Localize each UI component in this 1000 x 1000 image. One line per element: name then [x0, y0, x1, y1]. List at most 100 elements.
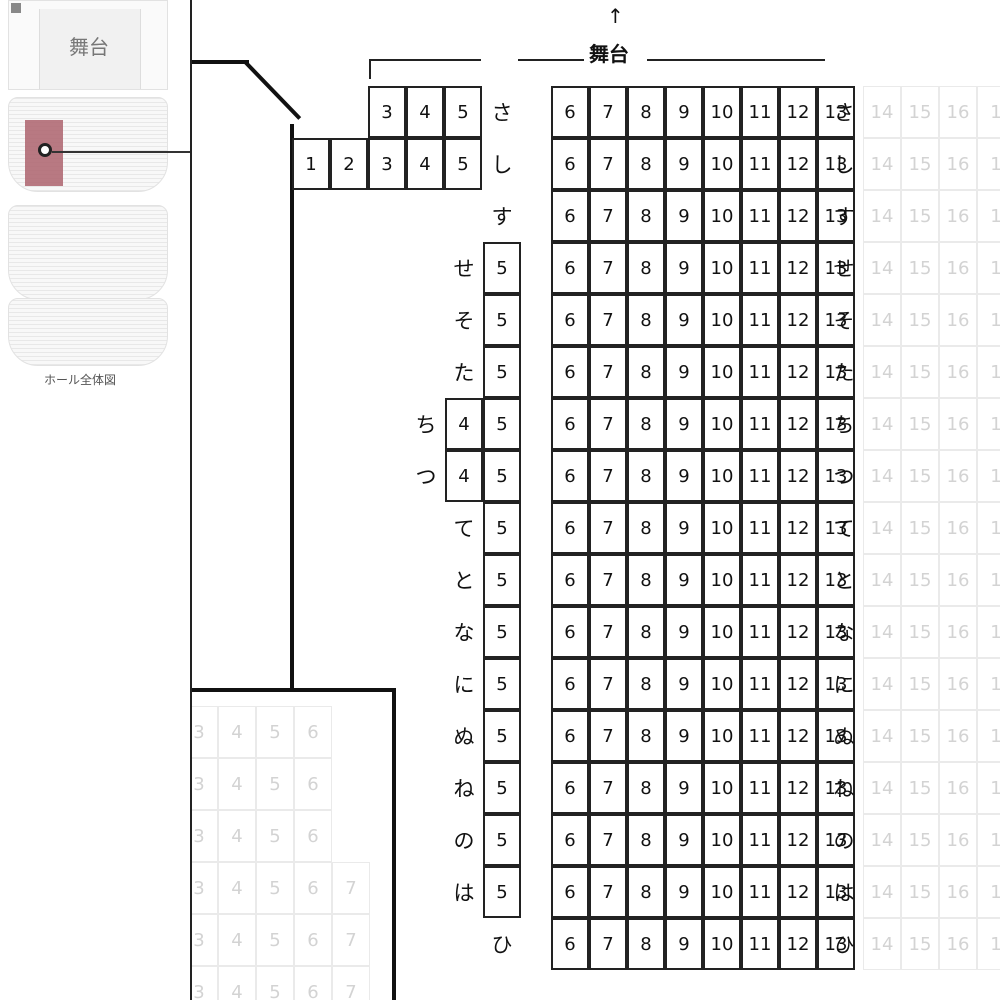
- seat[interactable]: 13: [817, 762, 855, 814]
- seat[interactable]: 7: [589, 294, 627, 346]
- seat[interactable]: 9: [665, 658, 703, 710]
- seat[interactable]: 8: [627, 346, 665, 398]
- seat[interactable]: 5: [483, 450, 521, 502]
- seat[interactable]: 4: [406, 86, 444, 138]
- seat[interactable]: 13: [817, 918, 855, 970]
- seat[interactable]: 6: [551, 554, 589, 606]
- seat[interactable]: 9: [665, 554, 703, 606]
- seat[interactable]: 10: [703, 346, 741, 398]
- seat[interactable]: 5: [483, 710, 521, 762]
- seat[interactable]: 5: [483, 554, 521, 606]
- seat[interactable]: 7: [589, 658, 627, 710]
- seat[interactable]: 6: [551, 242, 589, 294]
- seat[interactable]: 12: [779, 502, 817, 554]
- seat[interactable]: 10: [703, 138, 741, 190]
- seat[interactable]: 12: [779, 710, 817, 762]
- seat[interactable]: 11: [741, 762, 779, 814]
- seat[interactable]: 13: [817, 346, 855, 398]
- seat[interactable]: 12: [779, 450, 817, 502]
- seat[interactable]: 11: [741, 502, 779, 554]
- seat[interactable]: 7: [589, 242, 627, 294]
- seat[interactable]: 11: [741, 346, 779, 398]
- seat[interactable]: 4: [445, 398, 483, 450]
- seat[interactable]: 12: [779, 190, 817, 242]
- seat[interactable]: 10: [703, 710, 741, 762]
- seat[interactable]: 10: [703, 242, 741, 294]
- seat[interactable]: 6: [551, 710, 589, 762]
- seat[interactable]: 11: [741, 294, 779, 346]
- seat[interactable]: 2: [330, 138, 368, 190]
- seat[interactable]: 8: [627, 138, 665, 190]
- seat[interactable]: 10: [703, 866, 741, 918]
- seat[interactable]: 13: [817, 242, 855, 294]
- seat[interactable]: 10: [703, 918, 741, 970]
- seat[interactable]: 12: [779, 918, 817, 970]
- seat[interactable]: 5: [444, 86, 482, 138]
- seat[interactable]: 6: [551, 450, 589, 502]
- seat[interactable]: 11: [741, 398, 779, 450]
- seat[interactable]: 7: [589, 606, 627, 658]
- seat[interactable]: 8: [627, 190, 665, 242]
- seat[interactable]: 7: [589, 398, 627, 450]
- seat[interactable]: 8: [627, 814, 665, 866]
- seat[interactable]: 11: [741, 710, 779, 762]
- seat[interactable]: 6: [551, 86, 589, 138]
- seat[interactable]: 10: [703, 502, 741, 554]
- seat[interactable]: 8: [627, 242, 665, 294]
- seat[interactable]: 11: [741, 86, 779, 138]
- seat[interactable]: 13: [817, 554, 855, 606]
- seat[interactable]: 13: [817, 190, 855, 242]
- seat[interactable]: 7: [589, 710, 627, 762]
- seat[interactable]: 8: [627, 658, 665, 710]
- seat[interactable]: 12: [779, 762, 817, 814]
- seat[interactable]: 7: [589, 138, 627, 190]
- seat[interactable]: 8: [627, 86, 665, 138]
- seat[interactable]: 6: [551, 658, 589, 710]
- seat[interactable]: 6: [551, 398, 589, 450]
- seat[interactable]: 5: [483, 294, 521, 346]
- seat[interactable]: 7: [589, 814, 627, 866]
- seat[interactable]: 9: [665, 346, 703, 398]
- seat[interactable]: 9: [665, 294, 703, 346]
- seat[interactable]: 13: [817, 710, 855, 762]
- seat[interactable]: 12: [779, 814, 817, 866]
- seat[interactable]: 8: [627, 918, 665, 970]
- seat[interactable]: 6: [551, 190, 589, 242]
- seat[interactable]: 5: [444, 138, 482, 190]
- seat[interactable]: 13: [817, 866, 855, 918]
- seat[interactable]: 9: [665, 710, 703, 762]
- seat[interactable]: 8: [627, 554, 665, 606]
- seat[interactable]: 8: [627, 606, 665, 658]
- seat[interactable]: 8: [627, 450, 665, 502]
- seat[interactable]: 8: [627, 866, 665, 918]
- seat[interactable]: 13: [817, 502, 855, 554]
- seat[interactable]: 8: [627, 398, 665, 450]
- seat[interactable]: 12: [779, 138, 817, 190]
- seat[interactable]: 8: [627, 762, 665, 814]
- seat[interactable]: 11: [741, 138, 779, 190]
- hall-overview-link[interactable]: ホール全体図: [43, 373, 116, 387]
- seat[interactable]: 9: [665, 762, 703, 814]
- seat[interactable]: 5: [483, 242, 521, 294]
- seat[interactable]: 5: [483, 606, 521, 658]
- seat[interactable]: 6: [551, 814, 589, 866]
- seat[interactable]: 7: [589, 866, 627, 918]
- seat[interactable]: 8: [627, 710, 665, 762]
- seat[interactable]: 10: [703, 86, 741, 138]
- seat[interactable]: 7: [589, 346, 627, 398]
- seat[interactable]: 6: [551, 502, 589, 554]
- seat[interactable]: 12: [779, 346, 817, 398]
- seat[interactable]: 5: [483, 346, 521, 398]
- seat[interactable]: 9: [665, 606, 703, 658]
- seat[interactable]: 9: [665, 814, 703, 866]
- seat[interactable]: 7: [589, 554, 627, 606]
- seat[interactable]: 13: [817, 658, 855, 710]
- seat[interactable]: 10: [703, 762, 741, 814]
- seat[interactable]: 9: [665, 242, 703, 294]
- seat[interactable]: 10: [703, 658, 741, 710]
- seat[interactable]: 7: [589, 762, 627, 814]
- seat[interactable]: 11: [741, 554, 779, 606]
- seat[interactable]: 11: [741, 190, 779, 242]
- seat[interactable]: 9: [665, 502, 703, 554]
- seat[interactable]: 10: [703, 606, 741, 658]
